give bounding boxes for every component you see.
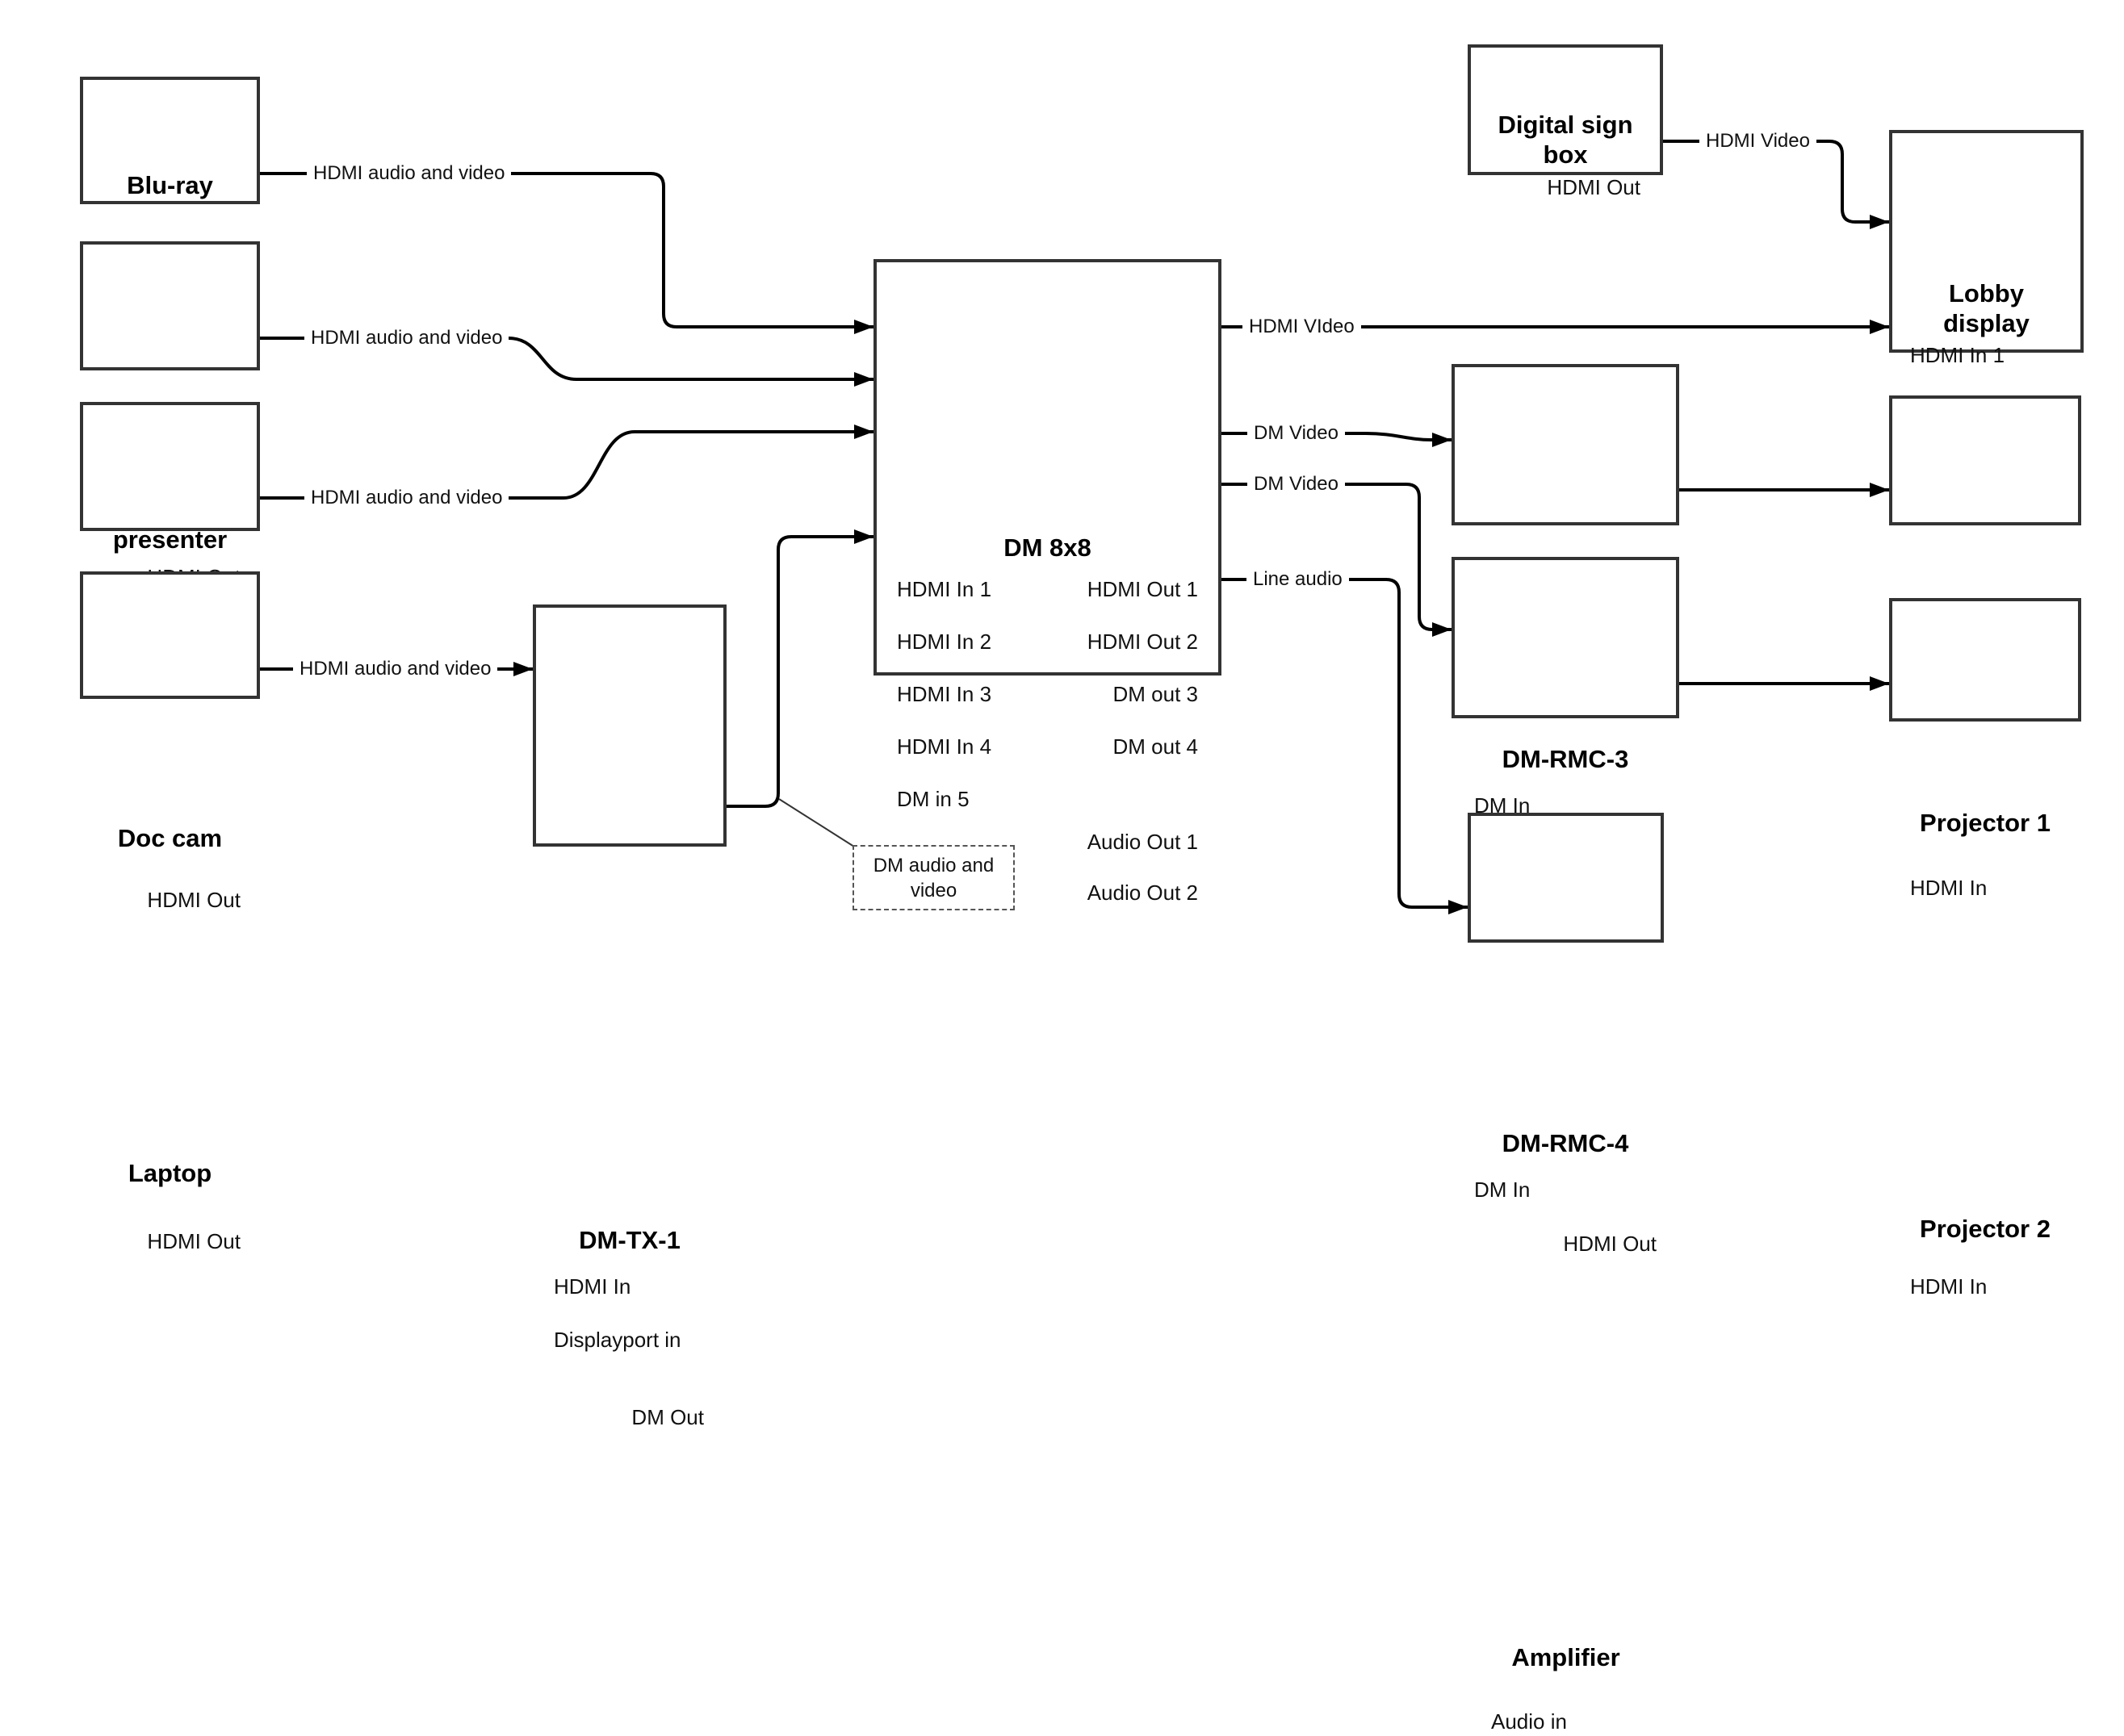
node-lobby-display: Lobby display HDMI In 1 HDMI In 2 HDMI I… — [1889, 130, 2084, 471]
node-bluray: Blu-ray HDMI Out — [80, 77, 260, 264]
port-hdmi-out: HDMI Out — [1547, 175, 1640, 199]
wire-label-dm-video-out3: DM Video — [1247, 421, 1345, 446]
wire-dmtx1-to-dm8x8-in5 — [727, 529, 873, 808]
wire-label-hdmi-audio-video-bluray: HDMI audio and video — [307, 161, 512, 186]
port-dm-out: DM Out — [631, 1405, 704, 1429]
node-title: Laptop — [128, 1159, 212, 1187]
wire-digitalsign-to-lobby-in1 — [1663, 140, 1889, 229]
port-dm-in: DM In — [1474, 1178, 1531, 1202]
wire-dm8x8-out4-to-dmrmc4 — [1221, 483, 1452, 637]
node-title: Amplifier — [1511, 1643, 1620, 1671]
node-amplifier: Amplifier Audio in — [1468, 813, 1664, 1734]
port-dm-out-4: DM out 4 — [1112, 734, 1199, 759]
annotation-dm-audio-and-video: DM audio and video — [853, 845, 1015, 910]
wire-label-hdmi-audio-video-wireless: HDMI audio and video — [304, 326, 509, 350]
port-hdmi-in-1: HDMI In 1 — [1910, 343, 2005, 367]
wire-label-hdmi-video-out1: HDMI VIdeo — [1242, 315, 1361, 339]
wire-label-hdmi-audio-video-doccam: HDMI audio and video — [304, 486, 509, 510]
port-hdmi-out-2: HDMI Out 2 — [1087, 630, 1198, 654]
node-title: DM-RMC-3 — [1502, 745, 1629, 773]
wire-bluray-to-dm8x8-in1 — [260, 172, 873, 334]
wire-label-hdmi-audio-video-laptop: HDMI audio and video — [293, 657, 498, 681]
wire-label-hdmi-video-sign: HDMI Video — [1699, 129, 1816, 153]
wire-doccam-to-dm8x8-in3 — [260, 425, 873, 500]
port-hdmi-out: HDMI Out — [147, 1229, 241, 1253]
node-digital-sign-box: Digital sign box HDMI Out — [1468, 44, 1663, 199]
node-title: DM-TX-1 — [579, 1226, 681, 1254]
node-wireless-presenter: Wireless presenter HDMI Out — [80, 241, 260, 589]
port-hdmi-in: HDMI In — [554, 1274, 631, 1299]
port-dm-out-3: DM out 3 — [1112, 682, 1199, 706]
port-audio-out-1: Audio Out 1 — [1087, 830, 1198, 854]
port-hdmi-out-1: HDMI Out 1 — [1087, 577, 1198, 601]
node-dm-tx-1: DM-TX-1 HDMI In Displayport in DM Out — [533, 604, 727, 1429]
node-title: Lobby display — [1943, 279, 2030, 337]
node-title: DM 8x8 — [1003, 533, 1091, 562]
port-dm-in-5: DM in 5 — [897, 787, 970, 811]
port-audio-in: Audio in — [1491, 1709, 1567, 1734]
port-hdmi-out: HDMI Out — [1563, 1232, 1657, 1256]
node-dm-rmc-4: DM-RMC-4 DM In HDMI Out — [1452, 557, 1679, 1256]
node-laptop: Laptop HDMI Out — [80, 571, 260, 1253]
annotation-leader-line — [778, 798, 855, 847]
wire-label-dm-video-out4: DM Video — [1247, 472, 1345, 496]
node-title: DM-RMC-4 — [1502, 1129, 1629, 1157]
port-displayport-in: Displayport in — [554, 1328, 681, 1352]
diagram-canvas: Blu-ray HDMI Out Wireless presenter HDMI… — [80, 44, 2084, 1734]
port-hdmi-in: HDMI In — [1910, 1274, 1988, 1299]
wire-wireless-to-dm8x8-in2 — [260, 337, 873, 387]
wire-dm8x8-audio1-to-amplifier — [1221, 578, 1468, 914]
node-title: Doc cam — [117, 824, 223, 852]
node-title: Blu-ray — [127, 171, 213, 199]
node-dm-rmc-3: DM-RMC-3 DM In HDMI Out — [1452, 364, 1679, 869]
port-audio-out-2: Audio Out 2 — [1087, 881, 1198, 905]
node-title: Digital sign box — [1498, 111, 1633, 169]
port-hdmi-in: HDMI In — [1910, 876, 1988, 900]
port-hdmi-in-4: HDMI In 4 — [897, 734, 992, 759]
port-hdmi-in-2: HDMI In 2 — [897, 630, 992, 654]
wire-dm8x8-out3-to-dmrmc3 — [1221, 432, 1452, 447]
node-title: Projector 2 — [1920, 1215, 2051, 1243]
port-hdmi-in-1: HDMI In 1 — [897, 577, 992, 601]
node-dm-8x8: DM 8x8 HDMI In 1 HDMI In 2 HDMI In 3 HDM… — [873, 259, 1221, 905]
node-projector-1: Projector 1 HDMI In — [1889, 395, 2081, 900]
port-hdmi-in-3: HDMI In 3 — [897, 682, 992, 706]
node-doc-cam: Doc cam HDMI Out — [80, 402, 260, 912]
wire-label-line-audio: Line audio — [1246, 567, 1349, 592]
node-projector-2: Projector 2 HDMI In — [1889, 598, 2081, 1299]
port-hdmi-out: HDMI Out — [147, 888, 241, 912]
node-title: Projector 1 — [1920, 809, 2051, 837]
